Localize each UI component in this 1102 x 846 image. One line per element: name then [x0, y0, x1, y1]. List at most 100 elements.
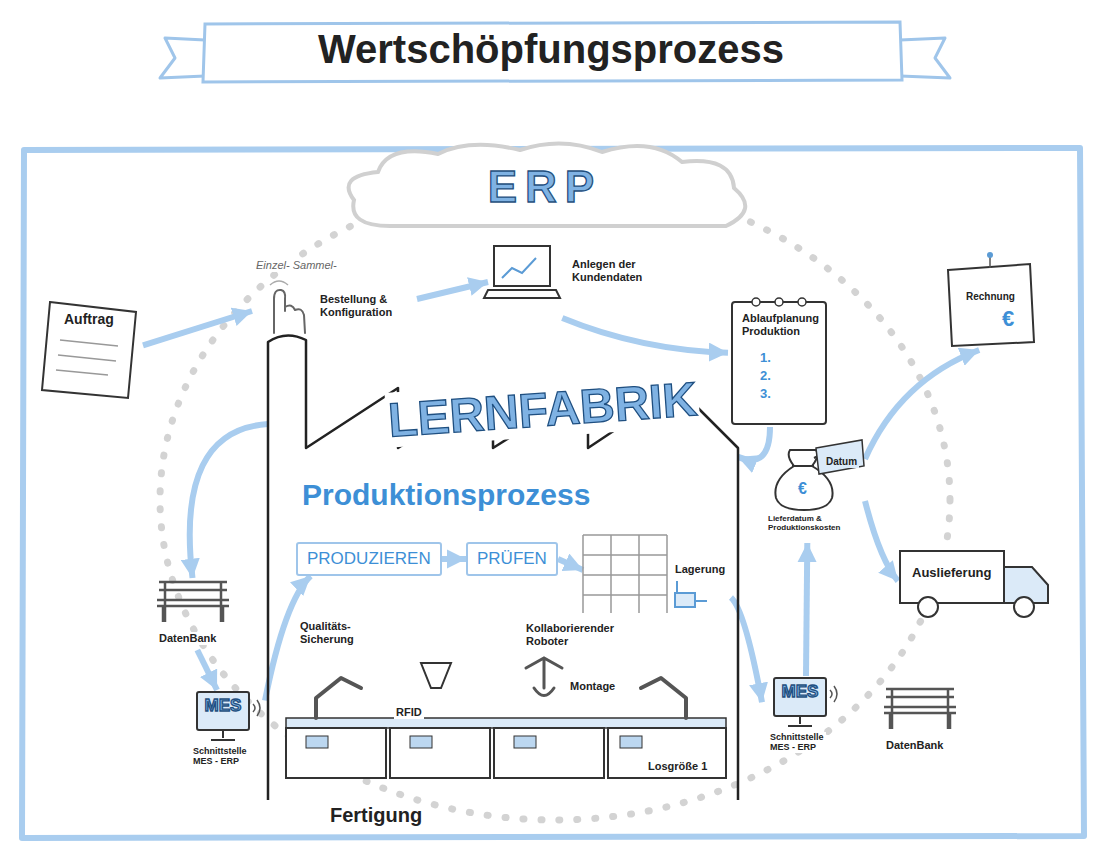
sketch-path — [641, 678, 686, 718]
text-holder: Bestellung & Konfiguration — [318, 293, 398, 320]
sketch-circle — [1014, 597, 1034, 617]
sketch-path — [675, 581, 707, 607]
text-holder: ERP — [330, 162, 760, 213]
invoice-document-shape — [940, 260, 1038, 350]
node-text: Einzel- Sammel- — [254, 259, 339, 272]
sketch-polygon — [42, 302, 136, 398]
sketch-path — [160, 38, 205, 78]
sketch-rect — [390, 728, 490, 778]
text-holder: Kollaborierender Roboter — [524, 622, 616, 649]
node-text: DatenBank — [884, 739, 945, 752]
text-holder: RFID — [394, 702, 424, 720]
database-bench: DatenBank — [145, 578, 240, 650]
sketch-rect — [774, 678, 826, 716]
text-holder: DatenBank — [157, 628, 218, 646]
text-holder: Losgröße 1 — [646, 756, 709, 774]
text-holder: 3. — [758, 384, 773, 402]
flow-arrow — [442, 556, 466, 562]
node-text: Rechnung — [964, 291, 1017, 303]
sketch-path — [253, 700, 260, 716]
invoice-document: Rechnung € — [940, 260, 1038, 350]
text-holder: Anlegen der Kundendaten — [570, 258, 647, 285]
sketch-circle — [798, 298, 806, 306]
sketch-path — [349, 143, 746, 226]
flow-arrow — [197, 650, 217, 690]
sketch-ellipse — [160, 180, 950, 820]
text-holder: Lieferdatum & Produktionskosten — [766, 514, 842, 534]
text-holder: Auftrag — [62, 310, 116, 328]
node-text: MES — [780, 682, 821, 702]
process-step-box: PRÜFEN — [466, 542, 558, 576]
text-holder: 1. — [758, 348, 773, 366]
planning-clipboard: Ablaufplanung Produktion1.2.3. — [728, 292, 833, 427]
text-holder: Einzel- Sammel- — [254, 255, 339, 273]
sketch-circle — [987, 252, 993, 258]
node-text: Produktionsprozess — [300, 478, 592, 513]
node-text: PRODUZIEREN — [305, 549, 433, 569]
node-text: Losgröße 1 — [646, 760, 709, 773]
sketch-path — [788, 716, 812, 726]
text-holder: PRODUZIEREN — [305, 549, 433, 569]
sketch-polygon — [421, 663, 451, 688]
flow-arrow — [806, 543, 807, 676]
text-holder: MES — [197, 696, 249, 716]
node-text: Lieferdatum & Produktionskosten — [766, 514, 842, 532]
cost-money-bag: Datum € Lieferdatum & Produktionskosten — [760, 438, 865, 543]
sketch-rect — [494, 246, 550, 286]
sketch-path — [502, 258, 536, 278]
sketch-circle — [918, 597, 938, 617]
text-holder: Qualitäts- Sicherung — [298, 620, 356, 647]
factory-building: LERNFABRIK ProduktionsprozessPRODUZIEREN P… — [268, 330, 738, 800]
flow-arrow — [731, 597, 762, 702]
sketch-rect — [900, 551, 1004, 603]
order-config-step: Einzel- Sammel- Bestellung & Konfiguratio… — [252, 255, 417, 335]
node-text: MES — [203, 696, 244, 716]
area-label: Fertigung — [328, 804, 424, 827]
sketch-rect — [286, 718, 726, 728]
diagram-title: Wertschöpfungsprozess — [318, 26, 784, 72]
text-holder: DatenBank — [884, 735, 945, 753]
sketch-path — [270, 281, 288, 285]
text-holder: PRÜFEN — [475, 549, 549, 569]
node-text: Montage — [568, 680, 617, 693]
sketch-path — [526, 658, 562, 696]
node-text: Anlegen der Kundendaten — [570, 258, 647, 283]
sketch-rect — [732, 302, 826, 424]
title-holder: Wertschöpfungsprozess — [0, 26, 1102, 72]
sketch-path — [274, 290, 305, 333]
sketch-path — [792, 456, 818, 466]
delivery-truck-shape — [898, 545, 1053, 625]
sketch-polygon — [816, 440, 864, 474]
sketch-path — [583, 535, 667, 613]
flow-arrow — [865, 350, 979, 459]
node-text: Datum — [824, 456, 859, 468]
text-holder: LERNFABRIK — [384, 371, 700, 448]
sketch-rect — [197, 692, 249, 730]
production-line: MontageRFID Losgröße 1 — [286, 658, 726, 780]
node-text: Auslieferung — [910, 566, 993, 581]
sketch-rect — [608, 728, 726, 778]
database-bench: DatenBank — [872, 685, 967, 775]
sketch-circle — [752, 298, 760, 306]
sketch-rect — [286, 728, 386, 778]
sketch-path — [157, 582, 229, 622]
node-text: RFID — [394, 706, 424, 719]
order-document: Auftrag — [38, 298, 143, 403]
text-holder: Schnittstelle MES - ERP — [191, 746, 249, 768]
sketch-rect — [514, 736, 536, 748]
sketch-circle — [775, 298, 783, 306]
text-holder: € — [796, 480, 809, 498]
node-text: € — [1000, 306, 1016, 331]
node-text: LERNFABRIK — [384, 371, 700, 448]
text-holder: Fertigung — [328, 804, 424, 827]
sketch-path — [22, 148, 1084, 838]
sketch-path — [211, 730, 235, 740]
text-holder: Schnittstelle MES - ERP — [768, 732, 826, 754]
text-holder: Datum — [824, 451, 859, 469]
mes-terminal: MES Schnittstelle MES - ERP — [762, 676, 850, 781]
text-holder: 2. — [758, 366, 773, 384]
node-text: € — [796, 480, 809, 498]
text-holder: Rechnung — [964, 286, 1017, 304]
delivery-truck: Auslieferung — [898, 545, 1053, 625]
station-label: Qualitäts- Sicherung — [298, 620, 356, 645]
